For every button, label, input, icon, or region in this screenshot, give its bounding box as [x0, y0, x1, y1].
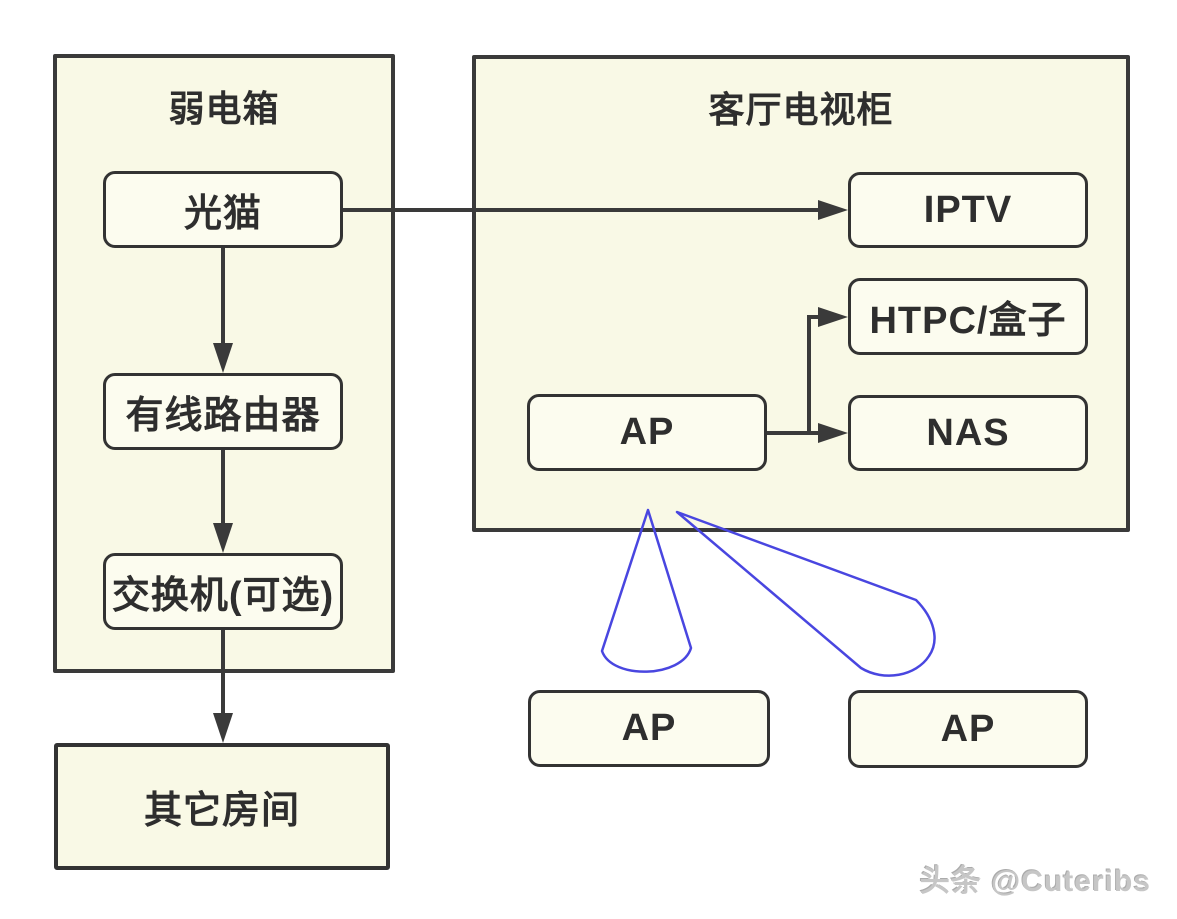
node-htpc: HTPC/盒子 [848, 278, 1088, 355]
node-nas: NAS [848, 395, 1088, 471]
wifi-cone-right-icon [675, 510, 936, 677]
node-other-rooms: 其它房间 [54, 743, 390, 870]
node-ap-main: AP [527, 394, 767, 471]
node-iptv: IPTV [848, 172, 1088, 248]
node-router: 有线路由器 [103, 373, 343, 450]
node-modem: 光猫 [103, 171, 343, 248]
node-ap-left: AP [528, 690, 770, 767]
node-switch: 交换机(可选) [103, 553, 343, 630]
wifi-cone-left-icon [600, 508, 693, 673]
arrowhead-icon [213, 713, 233, 743]
container-title-weak-current: 弱电箱 [168, 88, 280, 129]
container-title-tv-cabinet: 客厅电视柜 [708, 89, 894, 130]
watermark: 头条 @Cuteribs [919, 865, 1151, 898]
node-ap-right: AP [848, 690, 1088, 768]
